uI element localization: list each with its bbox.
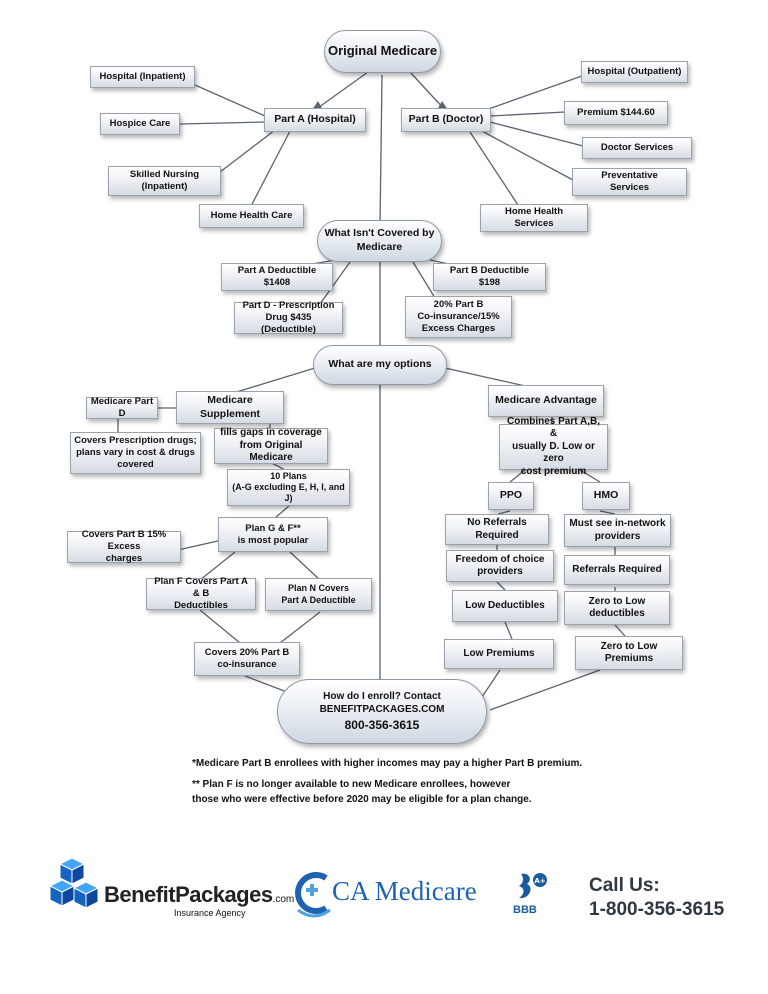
not-covered-item: Part B Deductible $198 [433,263,546,291]
hmo-item: Zero to Low Premiums [575,636,683,670]
bp-word-packages: Packages [175,882,273,907]
enroll-phone: 800-356-3615 [344,717,420,732]
part-d-description: Covers Prescription drugs; plans vary in… [70,432,201,474]
benefit-packages-logo: BenefitPackages.com Insurance Agency [50,852,294,922]
part-a-item: Home Health Care [199,204,304,228]
enroll-line-1: How do I enroll? Contact [323,690,441,702]
excess-charges-node: Covers Part B 15% Excess charges [67,529,181,564]
not-covered-item: Part A Deductible $1408 [221,263,333,291]
footnote-premium: *Medicare Part B enrollees with higher i… [192,758,583,769]
part-a-item: Hospice Care [100,113,180,135]
hmo-item: Referrals Required [564,555,670,585]
hmo-node: HMO [582,482,630,510]
hmo-item: Must see in-network providers [564,514,671,547]
original-medicare-node: Original Medicare [324,30,441,73]
call-us-block: Call Us: 1-800-356-3615 [589,874,759,922]
supplement-plans: 10 Plans (A-G excluding E, H, I, and J) [227,469,350,506]
not-covered-item: 20% Part B Co-insurance/15% Excess Charg… [405,296,512,338]
bp-word-com: .com [272,894,295,905]
ppo-item: Low Deductibles [452,590,558,622]
part-a-node: Part A (Hospital) [264,108,366,132]
options-node: What are my options [313,345,447,385]
ppo-node: PPO [488,482,534,510]
cross-c-icon [295,872,331,918]
medicare-supplement-node: Medicare Supplement [176,391,284,424]
coinsurance-node: Covers 20% Part B co-insurance [194,642,300,676]
bp-subtitle: Insurance Agency [174,908,246,918]
footnote-plan-f: ** Plan F is no longer available to new … [192,779,532,805]
bp-word-benefit: Benefit [104,882,176,907]
part-b-item: Premium $144.60 [564,101,668,125]
part-a-item: Skilled Nursing (Inpatient) [108,166,221,196]
plan-f-node: Plan F Covers Part A & B Deductibles [146,576,256,611]
ppo-item: Low Premiums [444,639,554,669]
medicare-part-d-node: Medicare Part D [86,396,158,419]
ppo-item: Freedom of choice providers [446,550,554,582]
advantage-combines: Combines Part A,B, & usually D. Low or z… [499,416,608,477]
part-b-item: Hospital (Outpatient) [581,61,688,83]
call-us-label: Call Us: [589,875,660,896]
cubes-icon [50,857,100,909]
svg-text:A+: A+ [534,877,545,885]
part-b-node: Part B (Doctor) [401,108,491,132]
bbb-label: BBB [513,904,537,916]
not-covered-node: What Isn't Covered by Medicare [317,220,442,262]
supplement-gaps: fills gaps in coverage from Original Med… [214,427,328,464]
ca-medicare-logo: CA Medicare [294,868,494,924]
enroll-node: How do I enroll? Contact BENEFITPACKAGES… [277,679,487,744]
part-b-item: Doctor Services [582,137,692,159]
part-b-item: Preventative Services [572,168,687,196]
supplement-popular: Plan G & F** is most popular [218,517,328,552]
part-b-item: Home Health Services [480,204,588,232]
ppo-item: No Referrals Required [445,514,549,545]
hmo-item: Zero to Low deductibles [564,591,670,625]
plan-n-node: Plan N Covers Part A Deductible [265,578,372,611]
call-us-phone[interactable]: 1-800-356-3615 [589,898,725,920]
enroll-website: BENEFITPACKAGES.COM [319,703,445,715]
ca-medicare-name: CA Medicare [332,876,477,906]
bbb-torch-icon: A+ [519,873,547,898]
not-covered-item: Part D - Prescription Drug $435 (Deducti… [234,300,343,335]
medicare-advantage-node: Medicare Advantage [488,385,604,417]
bbb-logo: A+ BBB [509,870,553,920]
part-a-item: Hospital (Inpatient) [90,66,195,88]
